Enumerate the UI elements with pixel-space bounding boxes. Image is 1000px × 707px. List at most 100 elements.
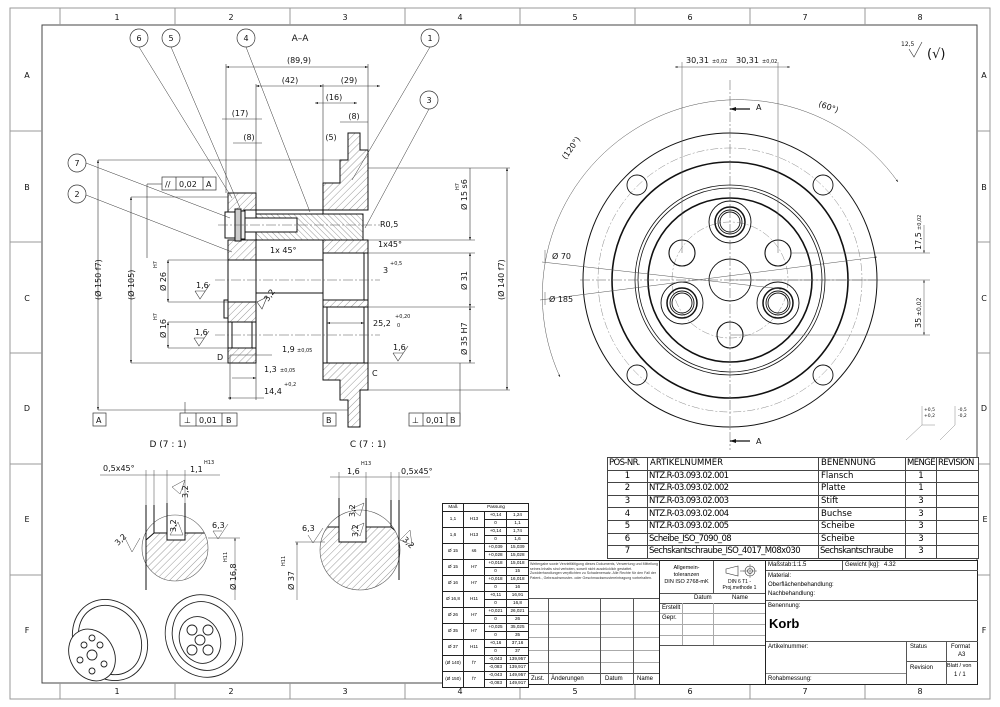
balloons <box>67 28 440 204</box>
weight-label: Gewicht [kg]: <box>845 562 880 568</box>
tolerance-upper-deviation: +0,039 <box>484 543 507 552</box>
detail-c: C (7 : 1) 1,6 H13 0,5x45° 6,3 3,2 3,2 3,… <box>281 440 433 600</box>
tolerance-lower-limit: 149,917 <box>505 679 530 688</box>
roughness-1: 1,6 <box>196 281 209 290</box>
format-label: Format <box>951 644 971 650</box>
dim-dia-185: Ø 185 <box>549 294 573 304</box>
fcf-perpendicularity-left: ⊥ 0,01 B <box>179 412 238 427</box>
dim-chamfer-left: 1x 45° <box>270 246 297 255</box>
dim-dia-70: Ø 70 <box>552 251 571 261</box>
parts-cell: Buchse <box>818 507 906 521</box>
parts-cell: 6 <box>607 532 648 547</box>
dim-1-9-tol: ±0,05 <box>297 348 312 354</box>
parts-header-cell: MENGE <box>905 457 937 471</box>
changes-header-datum: Datum <box>605 676 623 682</box>
zone-row-e: E <box>24 515 29 524</box>
dim-42: (42) <box>282 76 298 85</box>
tolerance-upper-limit: 1,24 <box>505 511 530 520</box>
sheet-label: Blatt / von <box>947 663 972 669</box>
tolerance-lower-deviation: 0 <box>484 615 507 624</box>
zone-col-2: 2 <box>228 13 233 22</box>
dim-groove-tol: +0,5 <box>390 261 402 267</box>
zone-row-f: F <box>25 626 30 635</box>
tolerance-upper-deviation: -0,043 <box>484 671 507 680</box>
tolerance-upper-limit: 15,018 <box>505 559 530 568</box>
copyright-notice: Weitergabe sowie Vervielfältigung dieses… <box>530 562 658 580</box>
balloon-1: 1 <box>427 34 432 43</box>
tolerance-upper-limit: 149,957 <box>505 671 530 680</box>
tolerance-upper-deviation: +0,16 <box>484 639 507 648</box>
dimension-lines <box>97 64 510 420</box>
tolerance-lower-deviation: 0 <box>484 519 507 528</box>
zone-col-5-bottom: 5 <box>572 687 577 696</box>
dim-dia-31: Ø 31 <box>459 271 469 290</box>
dim-groove: 3 <box>383 266 388 275</box>
tolerance-lower-limit: 16 <box>505 583 530 592</box>
parts-cell: Flansch <box>818 469 906 484</box>
tolerance-lower-deviation: -0,083 <box>484 679 507 688</box>
sheet-value: 1 / 1 <box>954 672 966 678</box>
dim-30-31-right: 30,31 <box>736 56 759 65</box>
parts-cell: 4 <box>607 507 648 521</box>
zone-col-8-bottom: 8 <box>917 687 922 696</box>
zone-col-5: 5 <box>572 13 577 22</box>
detail-d-marker: D <box>217 353 223 362</box>
balloon-5: 5 <box>168 34 173 43</box>
angle-60: (60°) <box>817 99 839 114</box>
detail-c-marker: C <box>372 369 378 378</box>
format-value: A3 <box>958 652 966 658</box>
tolerance-size: 1,6 <box>442 527 464 544</box>
vertical-dims: (Ø 150 f7) (Ø 105) Ø 26 H7 Ø 16 H7 Ø 15 … <box>93 179 506 355</box>
parts-cell: NTZ.R-03.093.02.001 <box>647 469 819 484</box>
zone-col-6: 6 <box>687 13 692 22</box>
parts-cell: NTZ.R-03.093.02.004 <box>647 507 819 521</box>
detail-d-diameter: Ø 16,8 <box>228 563 238 590</box>
detail-c-diameter: Ø 37 <box>286 571 296 590</box>
dim-dia-105: (Ø 105) <box>126 270 136 300</box>
flange-section <box>322 132 369 428</box>
fcf-perpendicularity-right: ⊥ 0,01 B <box>408 412 461 427</box>
scale-label: Maßstab: <box>768 562 794 568</box>
general-roughness-value: 12,5 <box>901 41 915 48</box>
projection-method-icon <box>725 564 757 578</box>
tolerance-header-size: Maß <box>442 503 464 512</box>
parts-header-cell: REVISION <box>936 457 979 471</box>
detail-c-width-fit: H13 <box>361 461 371 467</box>
zone-col-7-bottom: 7 <box>802 687 807 696</box>
dim-overall: (89,9) <box>287 56 311 65</box>
detail-c-title: C (7 : 1) <box>350 440 386 450</box>
tolerance-lower-limit: 16,8 <box>505 599 530 608</box>
tolerance-upper-deviation: +0,025 <box>484 623 507 632</box>
perpendicularity-symbol: ⊥ <box>412 416 419 425</box>
projection-line2: Proj.methode 1 <box>722 585 757 591</box>
cut-label-bottom: A <box>756 437 762 446</box>
dim-35: 35 <box>914 318 923 328</box>
detail-c-diameter-fit: H11 <box>281 556 287 566</box>
tolerance-upper-deviation: +0,14 <box>484 527 507 536</box>
tolerance-lower-deviation: +0,028 <box>484 551 507 560</box>
tolerance-lower-limit: 1,6 <box>505 535 530 544</box>
tolerance-size: Ø 37 <box>442 639 464 656</box>
datum-b: B <box>326 416 332 425</box>
zone-col-6-bottom: 6 <box>687 687 692 696</box>
leader-lines <box>85 46 431 253</box>
front-view: A A 30,31 ±0,02 30,31 ±0,02 (60°) (120°)… <box>539 56 930 450</box>
general-roughness: 12,5 (√) <box>901 41 945 62</box>
part-name-label: Benennung: <box>768 603 801 609</box>
parts-header-cell: BENENNUNG <box>818 457 906 471</box>
isometric-view-front <box>164 594 244 678</box>
tolerance-upper-limit: 35,025 <box>505 623 530 632</box>
detail-d-title: D (7 : 1) <box>149 440 186 450</box>
tolerance-upper-limit: 16,018 <box>505 575 530 584</box>
tol-minus-lower: -0,2 <box>958 413 967 419</box>
perpendicularity-symbol: ⊥ <box>184 416 191 425</box>
perpendicularity-value: 0,01 <box>199 416 217 425</box>
detail-d-chamfer: 0,5x45° <box>103 464 135 473</box>
tolerance-lower-deviation: -0,083 <box>484 663 507 672</box>
